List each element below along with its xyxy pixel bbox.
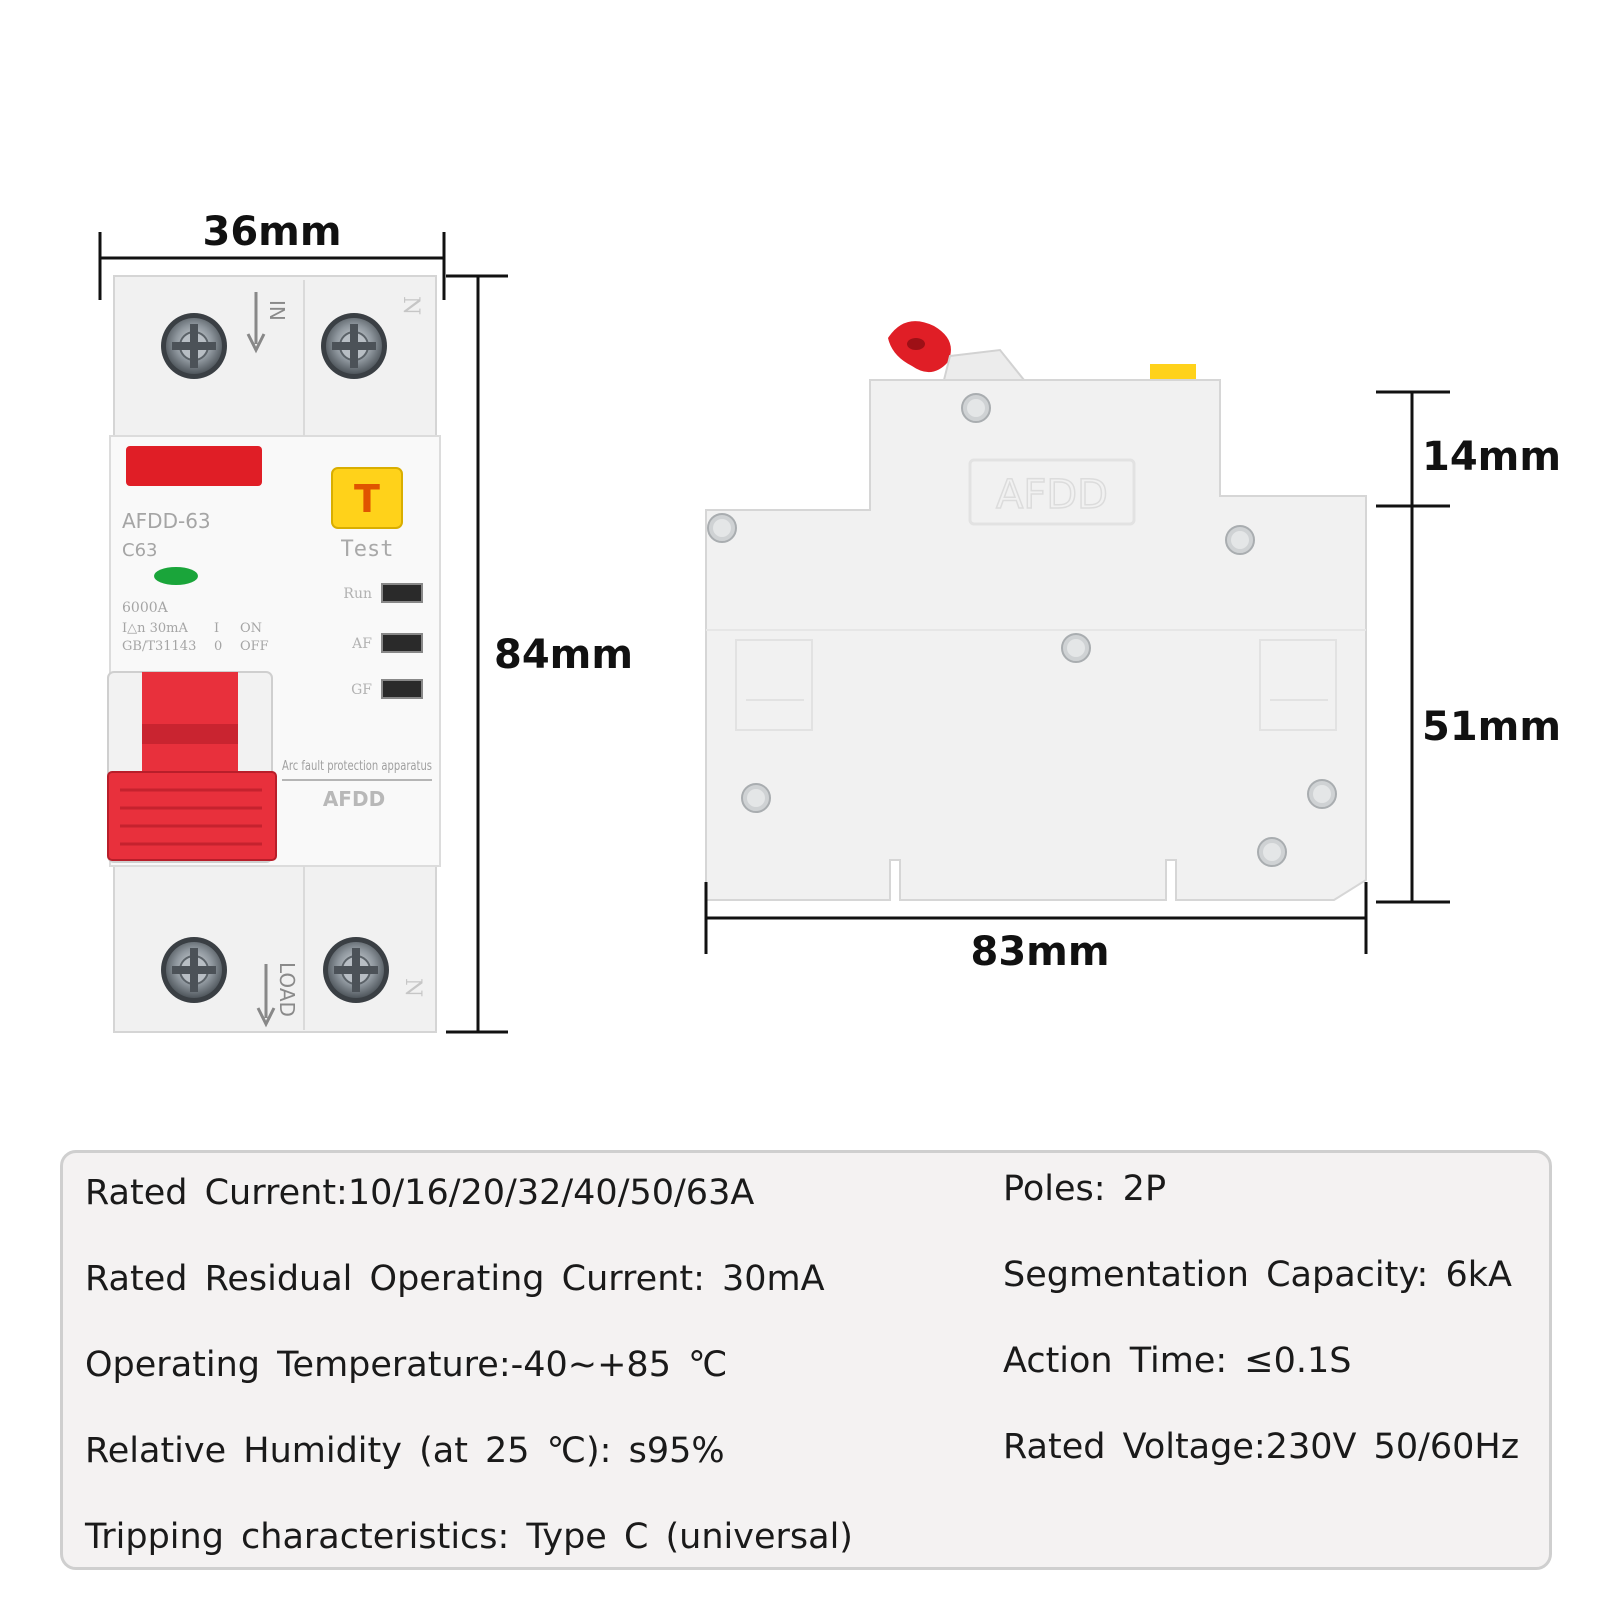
terminal-screw-bottom-right	[322, 936, 390, 1004]
side-test-button	[1150, 364, 1196, 382]
breaker-side-view: AFDD 14mm 51mm 83mm	[704, 321, 1561, 975]
spec-segmentation-capacity: Segmentation Capacity: 6kA	[1003, 1255, 1512, 1295]
specifications-panel: Rated Current:10/16/20/32/40/50/63A Rate…	[60, 1150, 1552, 1570]
side-rivet	[1307, 779, 1337, 809]
indicator-run-label: Run	[343, 586, 372, 602]
test-button[interactable]	[331, 467, 403, 529]
terminal-screw-bottom-left	[160, 936, 228, 1004]
spec-residual-current: Rated Residual Operating Current: 30mA	[85, 1259, 825, 1299]
spec-poles: Poles: 2P	[1003, 1169, 1167, 1209]
terminal-screw-top-right	[320, 312, 388, 380]
standard-label: GB/T31143	[122, 639, 196, 654]
indicator-af-label: AF	[351, 636, 372, 652]
side-rivet	[1225, 525, 1255, 555]
indicator-gf-label: GF	[351, 682, 372, 698]
residual-rating-label: I△n 30mA	[122, 621, 189, 636]
side-body-height-label: 51mm	[1422, 704, 1561, 750]
load-arrow-icon	[256, 964, 276, 1028]
model-label: AFDD-63	[122, 509, 211, 533]
on-mark: I	[214, 621, 219, 636]
side-rivet	[707, 513, 737, 543]
spec-action-time: Action Time: ≤0.1S	[1003, 1341, 1352, 1381]
on-label: ON	[240, 621, 262, 636]
status-led	[154, 567, 198, 585]
curve-label: C63	[122, 540, 157, 561]
neutral-mark-top: N	[398, 296, 423, 315]
test-button-glyph: T	[354, 477, 380, 521]
off-mark: 0	[214, 639, 222, 654]
terminal-load-label: LOAD	[275, 962, 299, 1017]
front-width-label: 36mm	[202, 209, 341, 255]
dimension-diagram: 36mm 84mm IN N T Test AFDD-63 C63 6000A …	[98, 209, 1561, 1034]
terminal-in-label: IN	[265, 300, 289, 321]
indicator-af-window	[381, 633, 423, 653]
side-rivet	[1257, 837, 1287, 867]
breaking-capacity-label: 6000A	[122, 600, 169, 616]
spec-operating-temperature: Operating Temperature:-40~+85 ℃	[85, 1345, 728, 1385]
test-label: Test	[341, 537, 394, 562]
brand-label: AFDD	[323, 787, 385, 811]
side-housing	[705, 379, 1367, 901]
spec-rated-voltage: Rated Voltage:230V 50/60Hz	[1003, 1427, 1520, 1467]
spec-relative-humidity: Relative Humidity (at 25 ℃): s95%	[85, 1431, 725, 1471]
side-rivet	[1061, 633, 1091, 663]
front-height-label: 84mm	[494, 632, 633, 678]
off-label: OFF	[240, 639, 269, 654]
product-description-label: Arc fault protection apparatus	[282, 759, 432, 774]
switch-handle[interactable]	[107, 671, 277, 863]
trip-indicator-flag	[126, 446, 262, 486]
neutral-mark-bottom: N	[400, 978, 425, 997]
side-width-label: 83mm	[970, 929, 1109, 975]
terminal-screw-top-left	[160, 312, 228, 380]
side-embossed-label: AFDD	[996, 472, 1108, 518]
indicator-run-window	[381, 583, 423, 603]
side-rivet	[741, 783, 771, 813]
side-rivet	[961, 393, 991, 423]
indicator-gf-window	[381, 679, 423, 699]
in-arrow-icon	[246, 292, 266, 354]
side-top-height-label: 14mm	[1422, 434, 1561, 480]
breaker-front-view: 36mm 84mm IN N T Test AFDD-63 C63 6000A …	[98, 209, 633, 1034]
spec-tripping-characteristics: Tripping characteristics: Type C (univer…	[85, 1517, 853, 1557]
spec-rated-current: Rated Current:10/16/20/32/40/50/63A	[85, 1173, 755, 1213]
